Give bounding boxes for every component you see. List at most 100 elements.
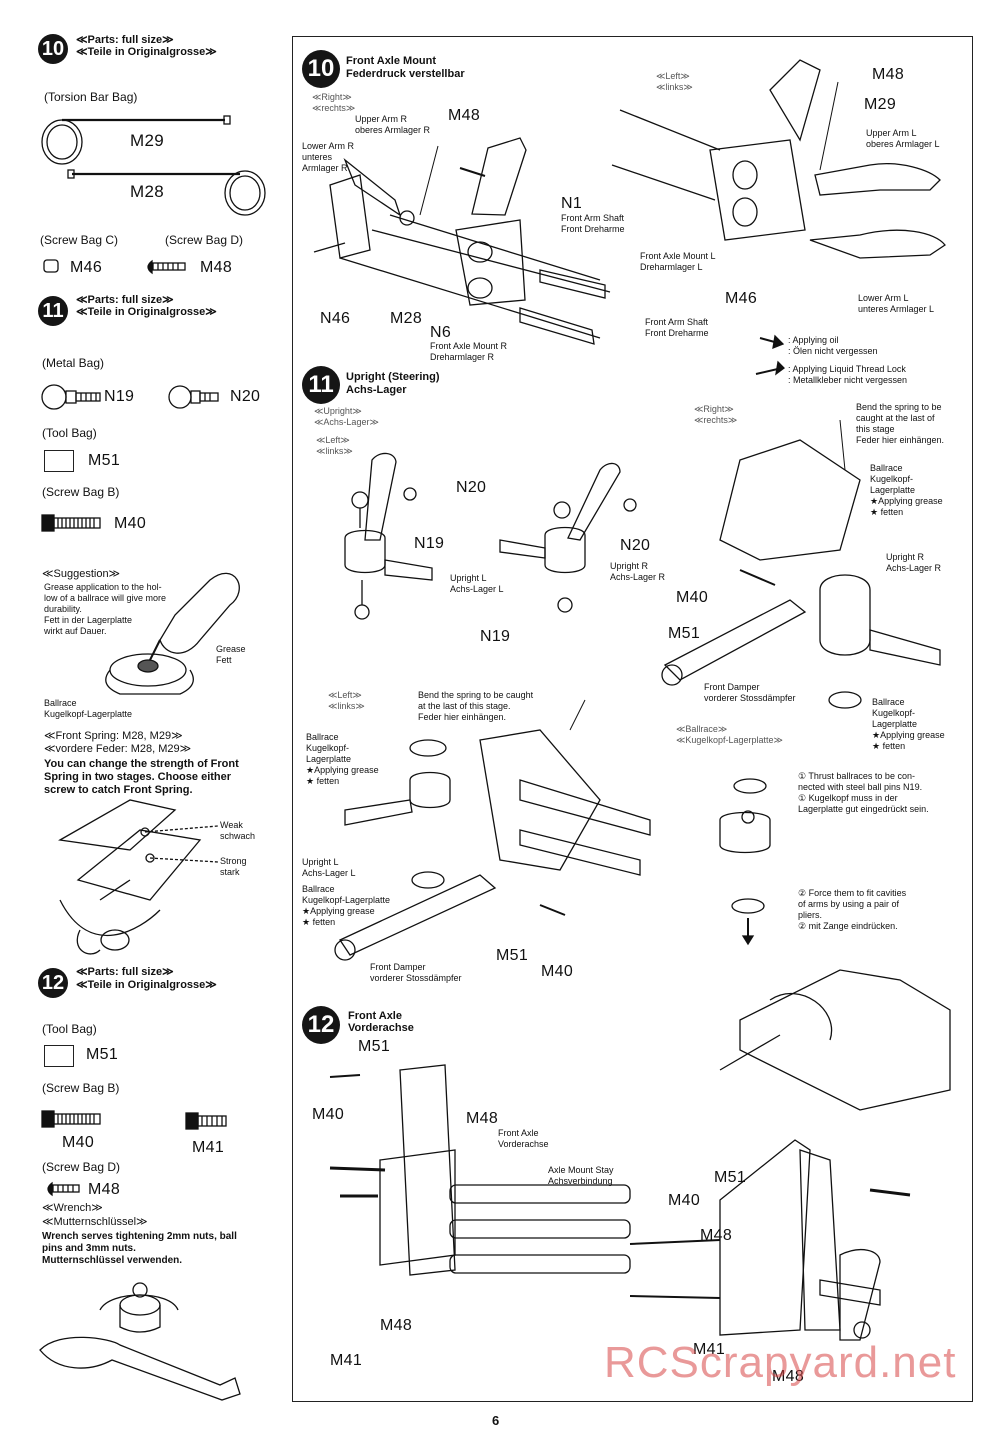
part-m48-label: M48 (872, 66, 905, 83)
note-force-fit: ② Force them to fit cavities of arms by … (798, 888, 907, 931)
upright-l-label: Upright L Achs-Lager L (302, 857, 356, 878)
part-m48-label: M48 (200, 259, 233, 276)
metal-bag-label: (Metal Bag) (42, 356, 105, 370)
page-number: 6 (492, 1413, 500, 1428)
step-title-de: Achs-Lager (346, 384, 407, 396)
parts-title-de: ≪Teile in Originalgrosse≫ (76, 46, 217, 58)
left-label: ≪Left≫ ≪links≫ (328, 690, 365, 711)
part-m40-label: M40 (668, 1192, 701, 1209)
axle-mount-stay-label: Axle Mount Stay Achsverbindung (548, 1165, 614, 1186)
parts-title: ≪Parts: full size≫ (76, 34, 174, 46)
front-arm-shaft-label: Front Arm Shaft Front Dreharme (561, 213, 625, 234)
ballrace-label: Ballrace Kugelkopf-Lagerplatte (44, 698, 133, 719)
front-damper-label: Front Damper vorderer Stossdämpfer (704, 682, 796, 703)
screw-bag-c-label: (Screw Bag C) (40, 233, 119, 247)
step-badge-10: 10 (38, 34, 68, 64)
ballrace-r-label: Ballrace Kugelkopf- Lagerplatte ★Applyin… (870, 463, 943, 517)
step-title: Front Axle Mount (346, 55, 437, 67)
screw-m40-icon (41, 514, 101, 532)
step-title: Upright (Steering) (346, 371, 440, 383)
screw-bag-b-label: (Screw Bag B) (42, 1081, 120, 1095)
part-m48-label: M48 (466, 1110, 499, 1127)
front-axle-label: Front Axle Vorderachse (498, 1128, 549, 1149)
parts-title-de: ≪Teile in Originalgrosse≫ (76, 306, 217, 318)
bend-spring-l-note: Bend the spring to be caught at the last… (418, 690, 534, 722)
screw-m48-icon (47, 1181, 80, 1197)
step-title: Front Axle (348, 1010, 402, 1022)
front-damper-label: Front Damper vorderer Stossdämpfer (370, 962, 462, 983)
part-m41-label: M41 (330, 1352, 363, 1369)
wrench-title-de: ≪Mutternschlüssel≫ (42, 1216, 148, 1228)
bend-spring-r-note: Bend the spring to be caught at the last… (856, 402, 945, 445)
part-m28-label: M28 (130, 182, 164, 201)
part-n19-label: N19 (480, 628, 511, 645)
tool-bag-box (44, 1045, 74, 1067)
wrench-title: ≪Wrench≫ (42, 1202, 103, 1214)
part-n19-label: N19 (414, 535, 445, 552)
part-m29-label: M29 (864, 96, 897, 113)
front-axle-mount-l-label: Front Axle Mount L Dreharmlager L (640, 251, 716, 272)
part-n20-label: N20 (620, 537, 651, 554)
part-m48-label: M48 (380, 1317, 413, 1334)
part-n6-label: N6 (430, 324, 452, 341)
screw-m48-icon (147, 259, 186, 275)
front-arm-shaft-label: Front Arm Shaft Front Dreharme (645, 317, 709, 338)
part-m40-label: M40 (676, 589, 709, 606)
upper-arm-l-label: Upper Arm L oberes Armlager L (866, 128, 940, 149)
ball-pin-n19-icon (41, 384, 101, 410)
left-label: ≪Left≫ ≪links≫ (656, 71, 693, 92)
grease-label: Grease Fett (216, 644, 246, 665)
part-m48-label: M48 (700, 1227, 733, 1244)
front-spring-title: ≪Front Spring: M28, M29≫ (44, 730, 183, 742)
tool-bag-box (44, 450, 74, 472)
front-axle-mount-r-label: Front Axle Mount R Dreharmlager R (430, 341, 508, 362)
legend-oil: : Applying oil : Ölen nicht vergessen (788, 335, 878, 356)
front-spring-text: You can change the strength of Front Spr… (44, 758, 239, 796)
torsion-bag-label: (Torsion Bar Bag) (44, 90, 138, 104)
screw-bag-b-label: (Screw Bag B) (42, 485, 120, 499)
upright-r-label: Upright R Achs-Lager R (886, 552, 942, 573)
right-label: ≪Right≫ ≪rechts≫ (312, 92, 356, 113)
part-m40-label: M40 (114, 515, 147, 532)
left-label: ≪Left≫ ≪links≫ (316, 435, 353, 456)
spring-position-detail (58, 799, 219, 955)
parts-title: ≪Parts: full size≫ (76, 966, 174, 978)
ballrace-caption: ≪Ballrace≫ ≪Kugelkopf-Lagerplatte≫ (676, 724, 783, 745)
upright-r-label: Upright R Achs-Lager R (610, 561, 666, 582)
ball-pin-n20-icon (168, 385, 219, 409)
part-m51-label: M51 (714, 1169, 747, 1186)
upright-label: ≪Upright≫ ≪Achs-Lager≫ (314, 406, 379, 427)
screw-m41-icon (185, 1112, 227, 1130)
part-m51-label: M51 (358, 1038, 391, 1055)
ballrace-l-label: Ballrace Kugelkopf-Lagerplatte ★Applying… (302, 884, 391, 927)
suggestion-title: ≪Suggestion≫ (42, 568, 121, 580)
tool-bag-label: (Tool Bag) (42, 426, 97, 440)
part-n20-label: N20 (230, 388, 261, 405)
step-title-de: Vorderachse (348, 1022, 414, 1034)
part-m28-label: M28 (390, 310, 423, 327)
part-m40-label: M40 (312, 1106, 345, 1123)
wrench-icon (39, 1282, 241, 1401)
part-m48-label: M48 (772, 1368, 805, 1385)
part-m51-label: M51 (86, 1046, 119, 1063)
step-badge-11: 11 (302, 366, 340, 404)
lower-arm-l-label: Lower Arm L unteres Armlager L (858, 293, 935, 314)
wrench-text: Wrench serves tightening 2mm nuts, ball … (42, 1231, 237, 1266)
strong-label: Strong stark (220, 856, 247, 877)
ballrace-l-label: Ballrace Kugelkopf- Lagerplatte ★Applyin… (306, 732, 379, 786)
lower-arm-r-label: Lower Arm R unteres Armlager R (302, 141, 355, 173)
step-title-de: Federdruck verstellbar (346, 68, 465, 80)
assembly-frame (292, 36, 973, 1402)
part-m46-label: M46 (725, 290, 758, 307)
note-thrust-ballraces: ① Thrust ballraces to be con- nected wit… (798, 771, 929, 814)
part-m41-label: M41 (693, 1341, 726, 1358)
watermark-logo: RCScrapyard.net (604, 1338, 957, 1387)
suggestion-text: Grease application to the hol- low of a … (44, 582, 167, 636)
part-m40-label: M40 (541, 963, 574, 980)
part-n1-label: N1 (561, 195, 583, 212)
screw-bag-d-label: (Screw Bag D) (165, 233, 244, 247)
step-badge-12: 12 (302, 1006, 340, 1044)
step-badge-12: 12 (38, 968, 68, 998)
parts-title-de: ≪Teile in Originalgrosse≫ (76, 979, 217, 991)
ballrace-r-label: Ballrace Kugelkopf- Lagerplatte ★Applyin… (872, 697, 945, 751)
